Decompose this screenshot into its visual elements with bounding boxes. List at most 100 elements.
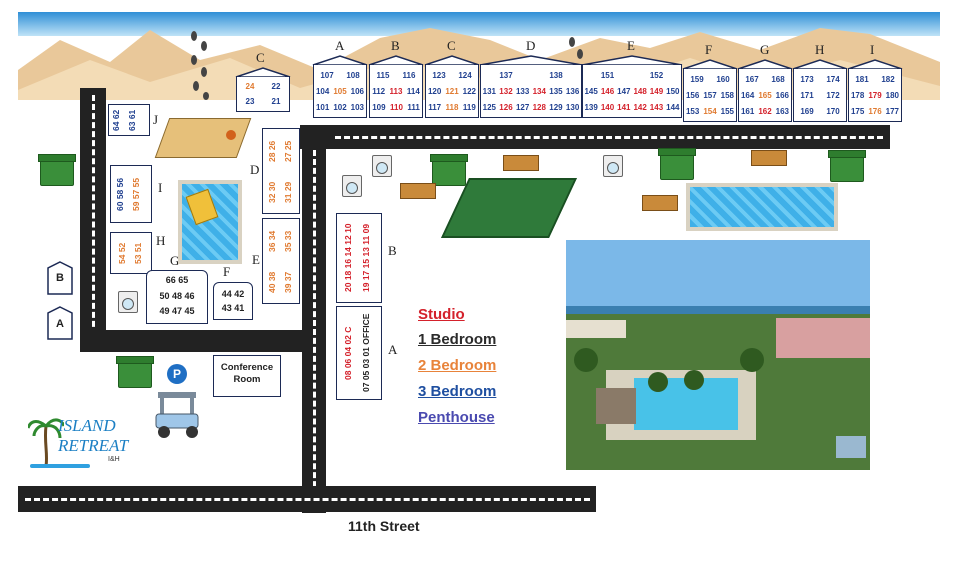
unit-number[interactable]: 127: [515, 102, 530, 112]
unit-number[interactable]: 161: [740, 106, 755, 116]
unit-number[interactable]: 176: [868, 106, 882, 116]
unit-number[interactable]: 22: [271, 82, 281, 91]
unit-number[interactable]: 136: [565, 86, 580, 96]
unit-number[interactable]: 168: [771, 74, 785, 84]
unit-number[interactable]: 146: [600, 86, 615, 96]
unit-number[interactable]: 165: [758, 90, 772, 100]
unit-number[interactable]: 112: [372, 86, 386, 96]
unit-number[interactable]: 142: [633, 102, 647, 112]
unit-number[interactable]: 152: [649, 70, 664, 80]
building-d[interactable]: 28 26 27 25 32 30 31 29: [262, 128, 300, 214]
unit-number[interactable]: 105: [333, 86, 347, 96]
unit-number[interactable]: 133: [515, 86, 530, 96]
unit-number[interactable]: 166: [775, 90, 789, 100]
unit-number[interactable]: 140: [600, 102, 615, 112]
unit-number[interactable]: 124: [458, 70, 472, 80]
unit-number[interactable]: 159: [690, 74, 704, 84]
unit-number[interactable]: 103: [350, 102, 364, 112]
building-top-9[interactable]: 173 174 171 172 169 170: [793, 68, 847, 122]
conference-room[interactable]: Conference Room: [213, 355, 281, 397]
unit-number[interactable]: 128: [532, 102, 546, 112]
unit-number[interactable]: 108: [346, 70, 360, 80]
unit-number[interactable]: 141: [617, 102, 631, 112]
unit-number[interactable]: 179: [868, 90, 882, 100]
unit-number[interactable]: 119: [462, 102, 476, 112]
building-j[interactable]: 64 62 63 61: [108, 104, 150, 136]
unit-number[interactable]: 172: [826, 90, 840, 100]
unit-number[interactable]: 24: [245, 82, 255, 91]
unit-number[interactable]: 181: [855, 74, 869, 84]
unit-number[interactable]: 115: [376, 70, 390, 80]
unit-number[interactable]: 171: [800, 90, 814, 100]
unit-number[interactable]: 126: [499, 102, 513, 112]
unit-number[interactable]: 173: [800, 74, 814, 84]
unit-number[interactable]: 111: [407, 102, 420, 112]
unit-number[interactable]: 118: [445, 102, 459, 112]
unit-number[interactable]: 178: [850, 90, 865, 100]
unit-number[interactable]: 155: [720, 106, 734, 116]
unit-number[interactable]: 147: [617, 86, 631, 96]
unit-number[interactable]: 120: [427, 86, 442, 96]
unit-number[interactable]: 123: [432, 70, 446, 80]
unit-number[interactable]: 122: [462, 86, 476, 96]
unit-number[interactable]: 151: [600, 70, 615, 80]
unit-number[interactable]: 132: [499, 86, 513, 96]
unit-number[interactable]: 177: [885, 106, 899, 116]
unit-number[interactable]: 135: [549, 86, 563, 96]
unit-number[interactable]: 150: [666, 86, 680, 96]
unit-number[interactable]: 138: [549, 70, 563, 80]
unit-number[interactable]: 113: [389, 86, 403, 96]
building-e[interactable]: 36 34 35 33 40 38 39 37: [262, 218, 300, 304]
building-b[interactable]: 20 18 16 14 12 10 19 17 15 13 11 09: [336, 213, 382, 303]
unit-number[interactable]: 156: [685, 90, 700, 100]
building-f[interactable]: 44 42 43 41: [213, 282, 253, 320]
unit-number[interactable]: 130: [565, 102, 580, 112]
unit-number[interactable]: 121: [445, 86, 459, 96]
unit-number[interactable]: 182: [881, 74, 895, 84]
unit-number[interactable]: 169: [800, 106, 814, 116]
unit-number[interactable]: 157: [703, 90, 717, 100]
unit-number[interactable]: 134: [532, 86, 546, 96]
unit-number[interactable]: 170: [826, 106, 840, 116]
building-a[interactable]: 08 06 04 02 C 07 05 03 01 OFFICE: [336, 306, 382, 400]
unit-number[interactable]: 102: [333, 102, 347, 112]
unit-number[interactable]: 164: [740, 90, 755, 100]
unit-number[interactable]: 153: [685, 106, 700, 116]
unit-number[interactable]: 144: [666, 102, 680, 112]
unit-number[interactable]: 154: [703, 106, 717, 116]
unit-number[interactable]: 131: [482, 86, 496, 96]
unit-number[interactable]: 149: [649, 86, 664, 96]
unit-number[interactable]: 137: [499, 70, 513, 80]
unit-number[interactable]: 114: [406, 86, 420, 96]
unit-number[interactable]: 162: [758, 106, 772, 116]
unit-number[interactable]: 104: [315, 86, 330, 96]
unit-number[interactable]: 107: [320, 70, 334, 80]
unit-number[interactable]: 106: [350, 86, 364, 96]
building-g[interactable]: 66 65 50 48 46 49 47 45: [146, 270, 208, 324]
unit-number[interactable]: 109: [372, 102, 386, 112]
unit-number[interactable]: 160: [716, 74, 730, 84]
unit-number[interactable]: 175: [850, 106, 865, 116]
unit-number[interactable]: 117: [428, 102, 442, 112]
unit-number[interactable]: 180: [885, 90, 899, 100]
unit-number[interactable]: 125: [482, 102, 496, 112]
unit-number[interactable]: 21: [271, 97, 281, 106]
unit-number[interactable]: 145: [584, 86, 598, 96]
unit-number[interactable]: 174: [826, 74, 840, 84]
building-h-west[interactable]: 54 52 53 51: [110, 232, 152, 274]
unit-number[interactable]: 139: [584, 102, 598, 112]
unit-number[interactable]: 129: [549, 102, 563, 112]
unit-number[interactable]: 167: [745, 74, 759, 84]
unit-number[interactable]: 148: [633, 86, 647, 96]
unit-number[interactable]: 143: [649, 102, 664, 112]
unit-number[interactable]: 101: [315, 102, 330, 112]
